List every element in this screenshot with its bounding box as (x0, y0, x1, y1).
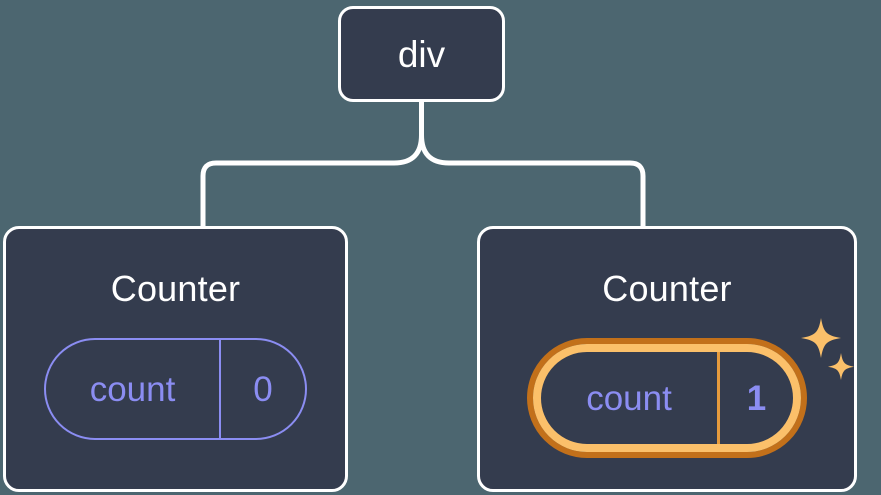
sparkle-small-icon (828, 353, 854, 380)
connector-branch-left (200, 134, 424, 226)
node-counter-right[interactable]: Counter count 1 (477, 226, 857, 492)
node-counter-left-title: Counter (110, 268, 241, 309)
sparkle-group (795, 316, 859, 390)
state-key-left: count (46, 340, 221, 438)
node-div-label: div (397, 33, 446, 75)
state-pill-right-inner: count 1 (533, 344, 801, 452)
node-counter-right-title: Counter (602, 268, 732, 309)
state-pill-wrapper-left: count 0 (44, 338, 307, 440)
connector-branch-right (419, 134, 646, 226)
state-pill-right-highlighted[interactable]: count 1 (527, 338, 807, 458)
node-counter-left[interactable]: Counter count 0 (3, 226, 348, 492)
node-div[interactable]: div (338, 6, 505, 102)
state-key-right: count (541, 352, 720, 444)
sparkle-large-icon (801, 318, 841, 358)
state-value-left: 0 (253, 369, 273, 409)
state-pill-left[interactable]: count 0 (44, 338, 307, 440)
state-pill-wrapper-right: count 1 (527, 318, 854, 458)
sparkle-icons (801, 318, 854, 380)
state-value-right: 1 (746, 378, 767, 418)
